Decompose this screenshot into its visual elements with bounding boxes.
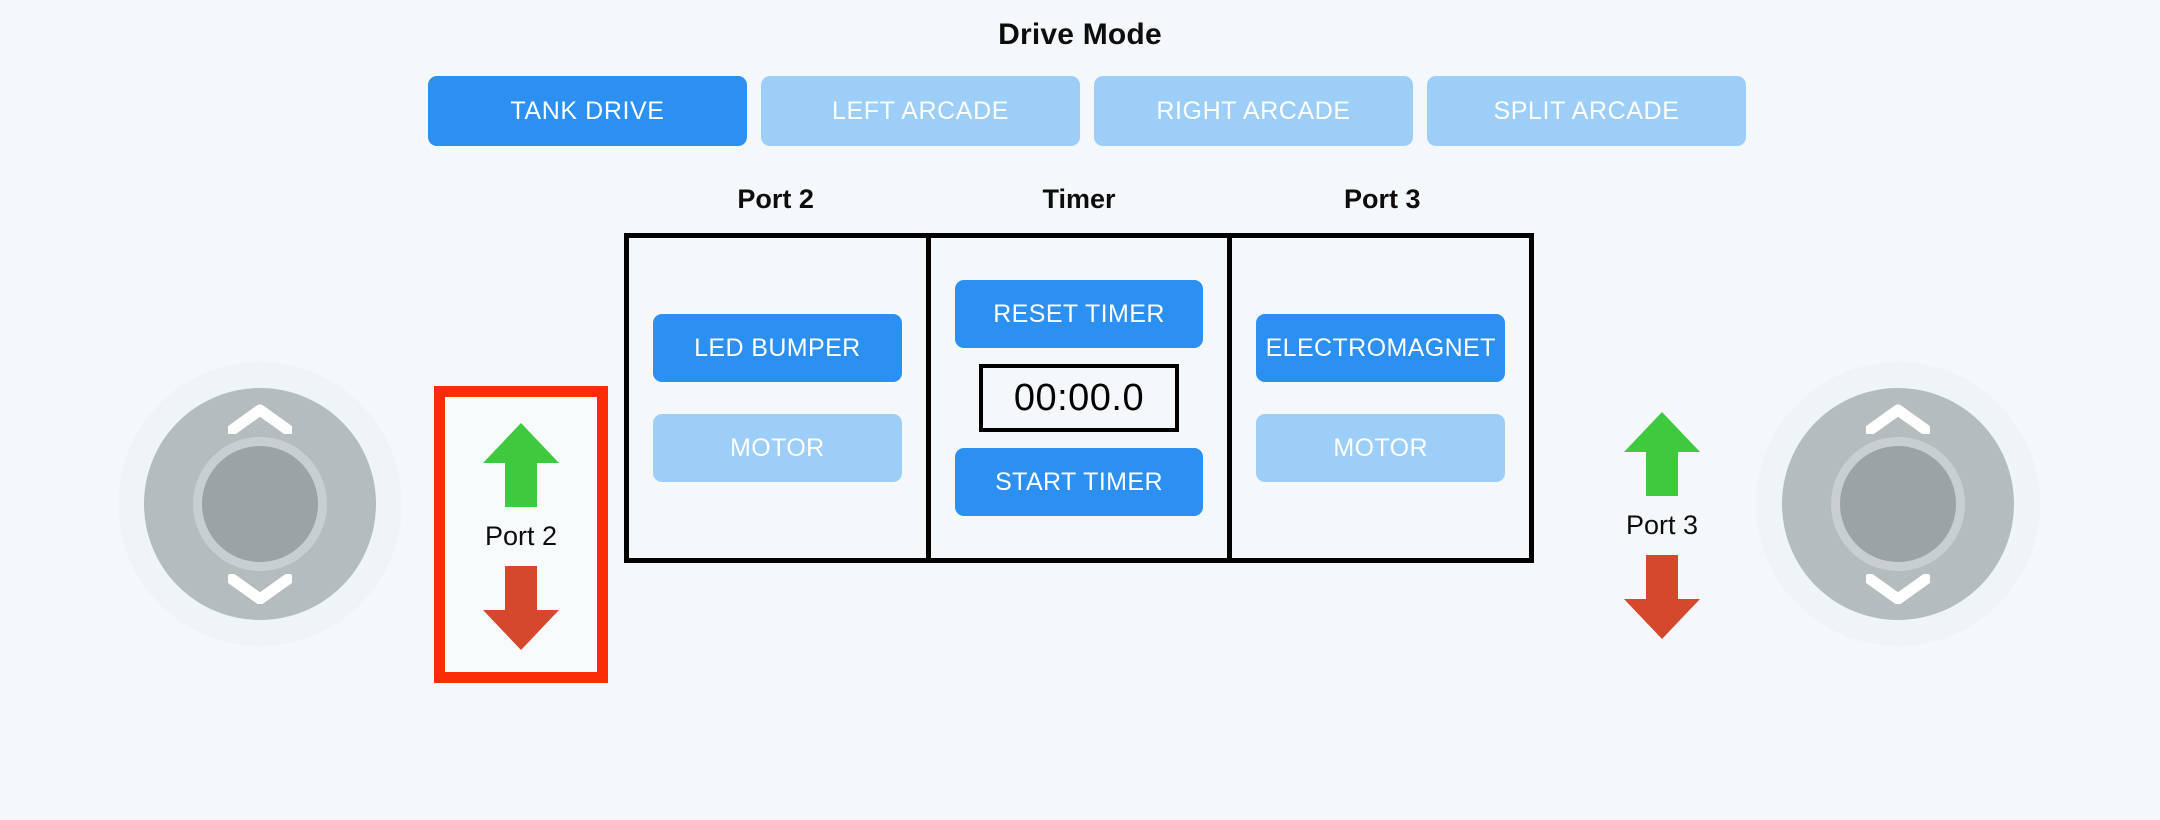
port2-motor-button[interactable]: MOTOR (653, 414, 902, 482)
port-pad-port3-label: Port 3 (1625, 510, 1699, 540)
port-pad-port3[interactable]: Port 3 (1600, 408, 1724, 643)
port2-motor-label: MOTOR (730, 433, 825, 462)
joystick-left-base (144, 388, 376, 620)
drive-mode-label: RIGHT ARCADE (1156, 96, 1351, 125)
drive-mode-split-arcade[interactable]: SPLIT ARCADE (1427, 76, 1746, 146)
panel-column-port2: LED BUMPER MOTOR (629, 238, 926, 558)
joystick-right-knob[interactable] (1840, 446, 1956, 562)
start-timer-label: START TIMER (995, 467, 1163, 496)
drive-mode-selector: TANK DRIVE LEFT ARCADE RIGHT ARCADE SPLI… (428, 76, 1746, 146)
led-bumper-button[interactable]: LED BUMPER (653, 314, 902, 382)
joystick-right-base (1782, 388, 2014, 620)
panel-column-headers: Port 2 Timer Port 3 (624, 184, 1534, 220)
page-title: Drive Mode (998, 18, 1162, 51)
arrow-up-icon[interactable] (1620, 408, 1704, 500)
drive-mode-right-arcade[interactable]: RIGHT ARCADE (1094, 76, 1413, 146)
arrow-down-icon[interactable] (1620, 551, 1704, 643)
column-header-port2: Port 2 (737, 184, 814, 214)
panel-column-port3: ELECTROMAGNET MOTOR (1232, 238, 1529, 558)
panel-column-timer: RESET TIMER 00:00.0 START TIMER (925, 238, 1233, 558)
timer-value: 00:00.0 (1013, 376, 1145, 419)
control-panel: LED BUMPER MOTOR RESET TIMER 00:00.0 STA… (624, 233, 1534, 563)
reset-timer-label: RESET TIMER (993, 299, 1165, 328)
port-pad-port2[interactable]: Port 2 (434, 386, 608, 683)
reset-timer-button[interactable]: RESET TIMER (954, 280, 1204, 348)
drive-mode-label: LEFT ARCADE (831, 96, 1010, 125)
port-pad-port2-label: Port 2 (484, 521, 558, 551)
start-timer-button[interactable]: START TIMER (954, 448, 1204, 516)
arrow-up-icon[interactable] (479, 419, 563, 511)
timer-display: 00:00.0 (979, 364, 1179, 432)
chevron-down-icon (228, 574, 292, 604)
drive-mode-label: SPLIT ARCADE (1493, 96, 1680, 125)
drive-mode-left-arcade[interactable]: LEFT ARCADE (761, 76, 1080, 146)
arrow-down-icon[interactable] (479, 562, 563, 654)
drive-mode-label: TANK DRIVE (510, 96, 665, 125)
electromagnet-label: ELECTROMAGNET (1265, 333, 1496, 362)
led-bumper-label: LED BUMPER (694, 333, 861, 362)
electromagnet-button[interactable]: ELECTROMAGNET (1256, 314, 1506, 382)
chevron-up-icon (1866, 404, 1930, 434)
column-header-port3: Port 3 (1344, 184, 1421, 214)
port3-motor-label: MOTOR (1333, 433, 1428, 462)
joystick-right[interactable] (1756, 362, 2040, 646)
chevron-down-icon (1866, 574, 1930, 604)
joystick-left-knob[interactable] (202, 446, 318, 562)
drive-mode-tank-drive[interactable]: TANK DRIVE (428, 76, 747, 146)
chevron-up-icon (228, 404, 292, 434)
column-header-timer: Timer (1042, 184, 1116, 214)
joystick-left[interactable] (118, 362, 402, 646)
port3-motor-button[interactable]: MOTOR (1256, 414, 1506, 482)
